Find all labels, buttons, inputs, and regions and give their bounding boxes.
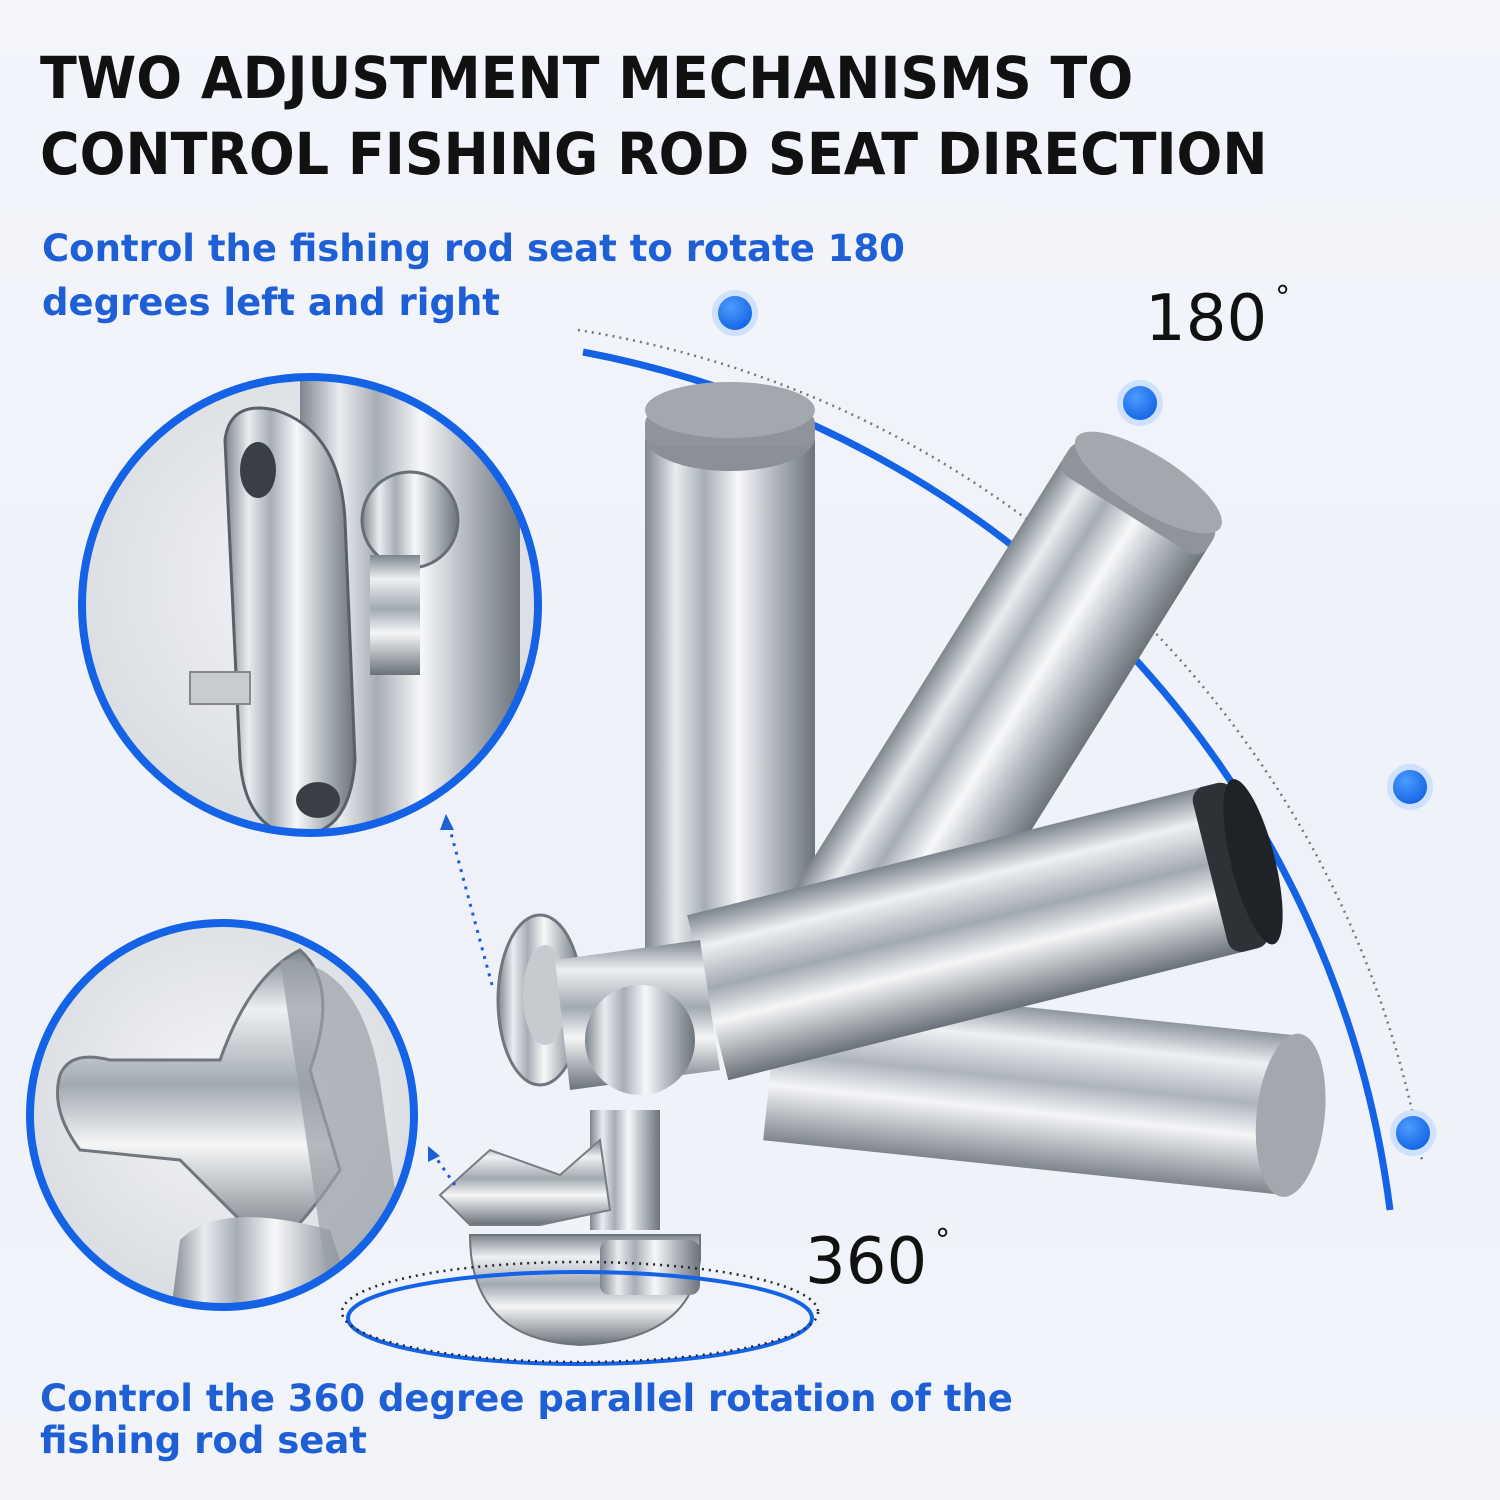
caption-360-rotation: Control the 360 degree parallel rotation… — [40, 1377, 1013, 1462]
degree-symbol: ° — [1275, 280, 1291, 315]
leader-arrows — [430, 821, 494, 1186]
arrow-head-bottom — [428, 1146, 440, 1162]
label-180-value: 180 — [1145, 282, 1268, 356]
mount-assembly — [438, 913, 720, 1347]
label-180-degrees: 180° — [1145, 280, 1291, 356]
arrow-head-top — [440, 814, 454, 830]
label-360-degrees: 360° — [805, 1223, 951, 1299]
zoom-circle-pivot — [78, 373, 542, 837]
degree-symbol: ° — [935, 1223, 951, 1258]
rotation-ellipse-360 — [340, 1260, 820, 1366]
headline: TWO ADJUSTMENT MECHANISMS TO CONTROL FIS… — [40, 44, 1268, 188]
zoom-circle-knob — [26, 919, 418, 1311]
rod-tube-front — [687, 779, 1283, 1081]
arc-marker-dots — [712, 290, 1436, 1156]
label-360-value: 360 — [805, 1225, 928, 1299]
rod-tube-vertical — [645, 382, 815, 970]
caption-180-rotation: Control the fishing rod seat to rotate 1… — [42, 227, 905, 324]
